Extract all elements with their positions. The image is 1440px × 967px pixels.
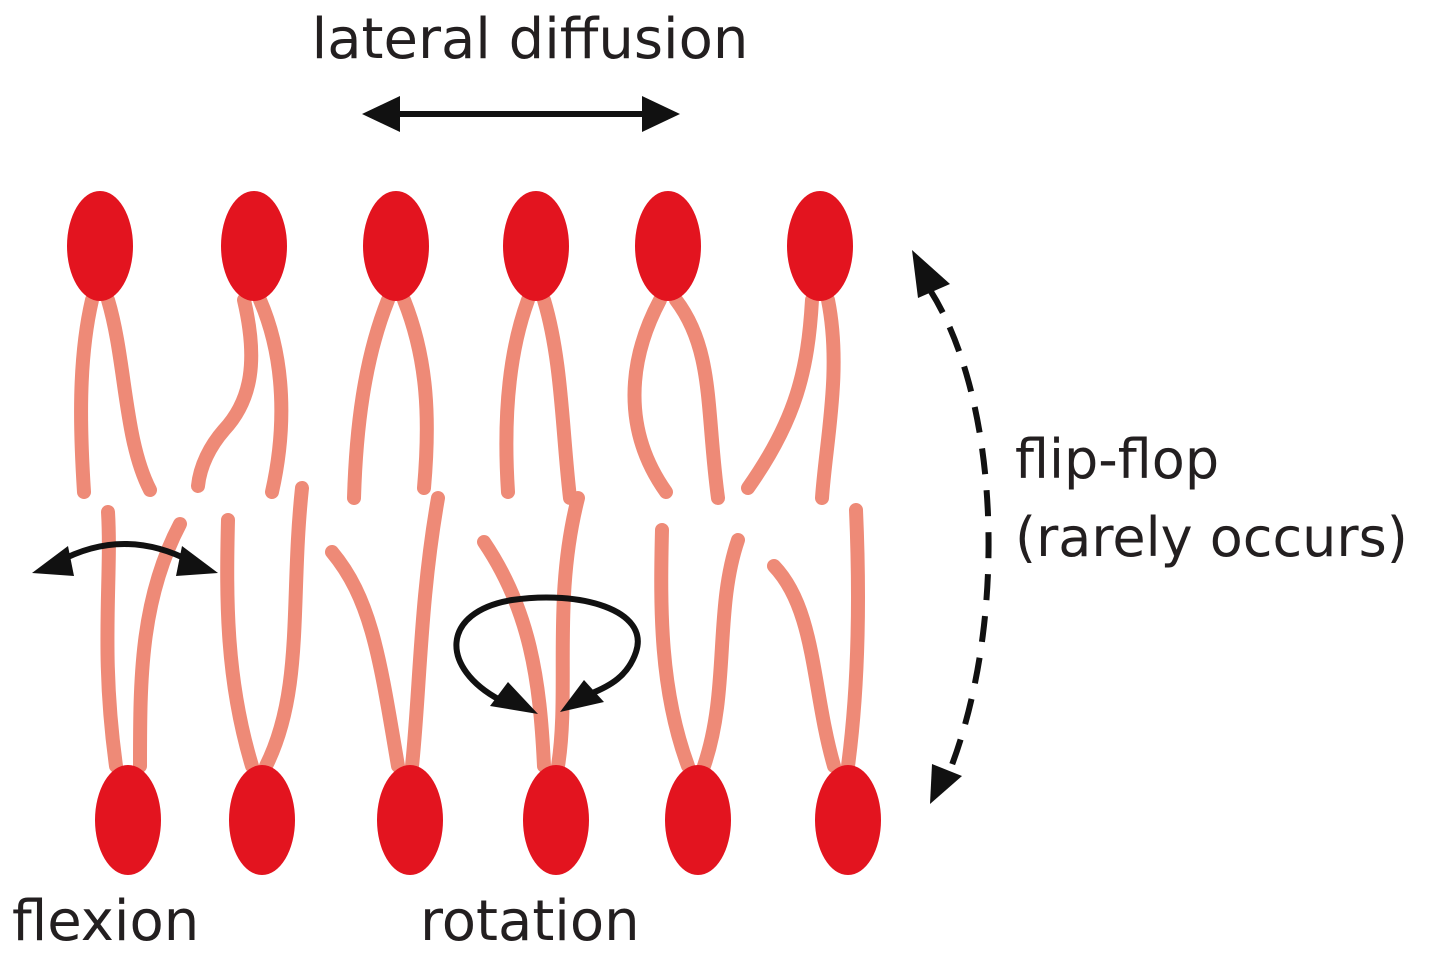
lipid-head xyxy=(67,191,133,301)
lipid-head xyxy=(815,765,881,875)
lipid-tail xyxy=(767,559,841,773)
lipid-tail xyxy=(815,293,841,505)
lipid-tail xyxy=(654,523,695,773)
lipid-tail xyxy=(133,517,187,773)
lipid-bottom-2 xyxy=(220,481,309,875)
lipid-tail xyxy=(397,293,434,495)
lipid-tail xyxy=(325,545,405,773)
lipid-tail xyxy=(220,513,259,773)
lipid-tail xyxy=(74,293,99,499)
lipid-tail xyxy=(627,293,673,499)
lipid-head xyxy=(523,765,589,875)
lipid-top-5 xyxy=(627,191,725,505)
lateral-diffusion-arrow xyxy=(362,96,680,132)
lipid-top-2 xyxy=(191,191,289,499)
bottom-leaflet xyxy=(95,481,881,875)
lipid-head xyxy=(377,765,443,875)
lipid-head xyxy=(95,765,161,875)
lipid-tail xyxy=(499,293,535,499)
flexion-label: flexion xyxy=(12,889,199,954)
lipid-head xyxy=(221,191,287,301)
lipid-bottom-5 xyxy=(654,523,745,875)
lipid-tail xyxy=(697,533,745,773)
rarely-occurs-label: (rarely occurs) xyxy=(1015,506,1408,569)
lipid-tail xyxy=(347,293,395,505)
lateral-diffusion-label: lateral diffusion xyxy=(312,7,749,72)
lipid-head xyxy=(665,765,731,875)
flexion-arrow xyxy=(32,541,218,576)
top-leaflet xyxy=(67,191,853,505)
lipid-head xyxy=(635,191,701,301)
rotation-arrow xyxy=(453,594,641,714)
lipid-top-6 xyxy=(741,191,853,505)
lipid-head xyxy=(787,191,853,301)
lipid-tail xyxy=(100,505,123,773)
rotation-label: rotation xyxy=(420,889,640,954)
lipid-tail xyxy=(477,535,551,773)
lipid-tail xyxy=(101,293,157,497)
lipid-bottom-6 xyxy=(767,503,881,875)
lipid-tail xyxy=(253,293,289,499)
lipid-bottom-3 xyxy=(325,491,445,875)
lipid-tail xyxy=(741,293,819,495)
lipid-tail xyxy=(841,503,865,773)
lipid-tail xyxy=(669,293,725,505)
lipid-head xyxy=(229,765,295,875)
lipid-head xyxy=(503,191,569,301)
lipid-tail xyxy=(191,293,259,493)
lipid-head xyxy=(363,191,429,301)
lipid-top-4 xyxy=(499,191,577,505)
lipid-bottom-1 xyxy=(95,505,187,875)
lipid-tail xyxy=(551,491,585,773)
lipid-tail xyxy=(259,481,309,773)
flip-flop-arrow xyxy=(912,250,992,804)
lipid-bottom-4 xyxy=(477,491,589,875)
lipid-tail xyxy=(405,491,445,773)
lipid-top-3 xyxy=(347,191,434,505)
lipid-tail xyxy=(537,293,577,505)
flip-flop-label: flip-flop xyxy=(1015,428,1219,491)
lipid-top-1 xyxy=(67,191,157,499)
